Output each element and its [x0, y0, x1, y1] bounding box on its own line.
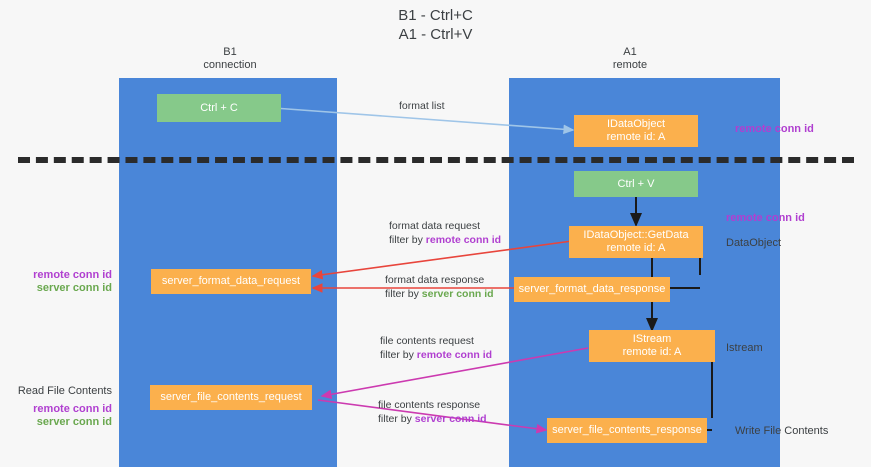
edge-label-format-data-request-filter: filter by remote conn id — [389, 233, 501, 247]
edge-label-format-data-response-text: format data response — [385, 274, 485, 286]
column-header-b1: B1 connection — [203, 46, 257, 71]
node-idataobject[interactable]: IDataObject remote id: A — [574, 115, 698, 147]
caption-istream: Istream — [726, 342, 763, 354]
filter-prefix: filter by — [378, 413, 415, 425]
caption-read-file-contents: Read File Contents — [17, 385, 112, 397]
edge-label-file-contents-request-text: file contents request — [380, 335, 474, 347]
section-divider — [18, 157, 854, 163]
edge-label-format-data-request: format data request filter by remote con… — [389, 219, 501, 247]
filter-prefix: filter by — [380, 349, 417, 361]
node-server-format-data-response[interactable]: server_format_data_response — [514, 277, 670, 302]
node-server-file-contents-response[interactable]: server_file_contents_response — [547, 418, 707, 443]
column-header-a1: A1 remote — [612, 46, 648, 71]
edge-label-format-list-text: format list — [399, 100, 445, 112]
edge-label-format-data-response: format data response filter by server co… — [385, 273, 494, 301]
filter-prefix: filter by — [389, 234, 426, 246]
filter-prefix: filter by — [385, 288, 422, 300]
caption-remote-conn-id-top: remote conn id — [735, 123, 814, 135]
node-server-format-data-request[interactable]: server_format_data_request — [151, 269, 311, 294]
caption-left-mid-server-conn-id: server conn id — [36, 282, 112, 294]
filter-key-remote-conn-id: remote conn id — [416, 349, 493, 361]
edge-label-file-contents-request: file contents request filter by remote c… — [380, 334, 492, 362]
edge-label-format-data-request-text: format data request — [389, 220, 481, 232]
filter-key-server-conn-id: server conn id — [421, 288, 494, 300]
caption-left-bot-remote-conn-id: remote conn id — [33, 403, 112, 415]
edge-label-format-data-response-filter: filter by server conn id — [385, 287, 494, 301]
caption-left-bot-server-conn-id: server conn id — [36, 416, 112, 428]
node-idataobject-getdata[interactable]: IDataObject::GetData remote id: A — [569, 226, 703, 258]
caption-dataobject: DataObject — [726, 237, 782, 249]
edge-label-file-contents-response-text: file contents response — [378, 399, 481, 411]
edge-label-format-list: format list — [399, 99, 445, 113]
filter-key-server-conn-id: server conn id — [414, 413, 487, 425]
node-ctrl-c[interactable]: Ctrl + C — [157, 94, 281, 122]
filter-key-remote-conn-id: remote conn id — [425, 234, 502, 246]
caption-left-mid-remote-conn-id: remote conn id — [33, 269, 112, 281]
node-server-file-contents-request[interactable]: server_file_contents_request — [150, 385, 312, 410]
edge-label-file-contents-response-filter: filter by server conn id — [378, 412, 487, 426]
caption-remote-conn-id-mid: remote conn id — [726, 212, 805, 224]
node-istream[interactable]: IStream remote id: A — [589, 330, 715, 362]
node-ctrl-v[interactable]: Ctrl + V — [574, 171, 698, 197]
caption-write-file-contents: Write File Contents — [735, 425, 829, 437]
edge-label-file-contents-request-filter: filter by remote conn id — [380, 348, 492, 362]
edge-label-file-contents-response: file contents response filter by server … — [378, 398, 487, 426]
diagram-title: B1 - Ctrl+C A1 - Ctrl+V — [398, 7, 473, 43]
